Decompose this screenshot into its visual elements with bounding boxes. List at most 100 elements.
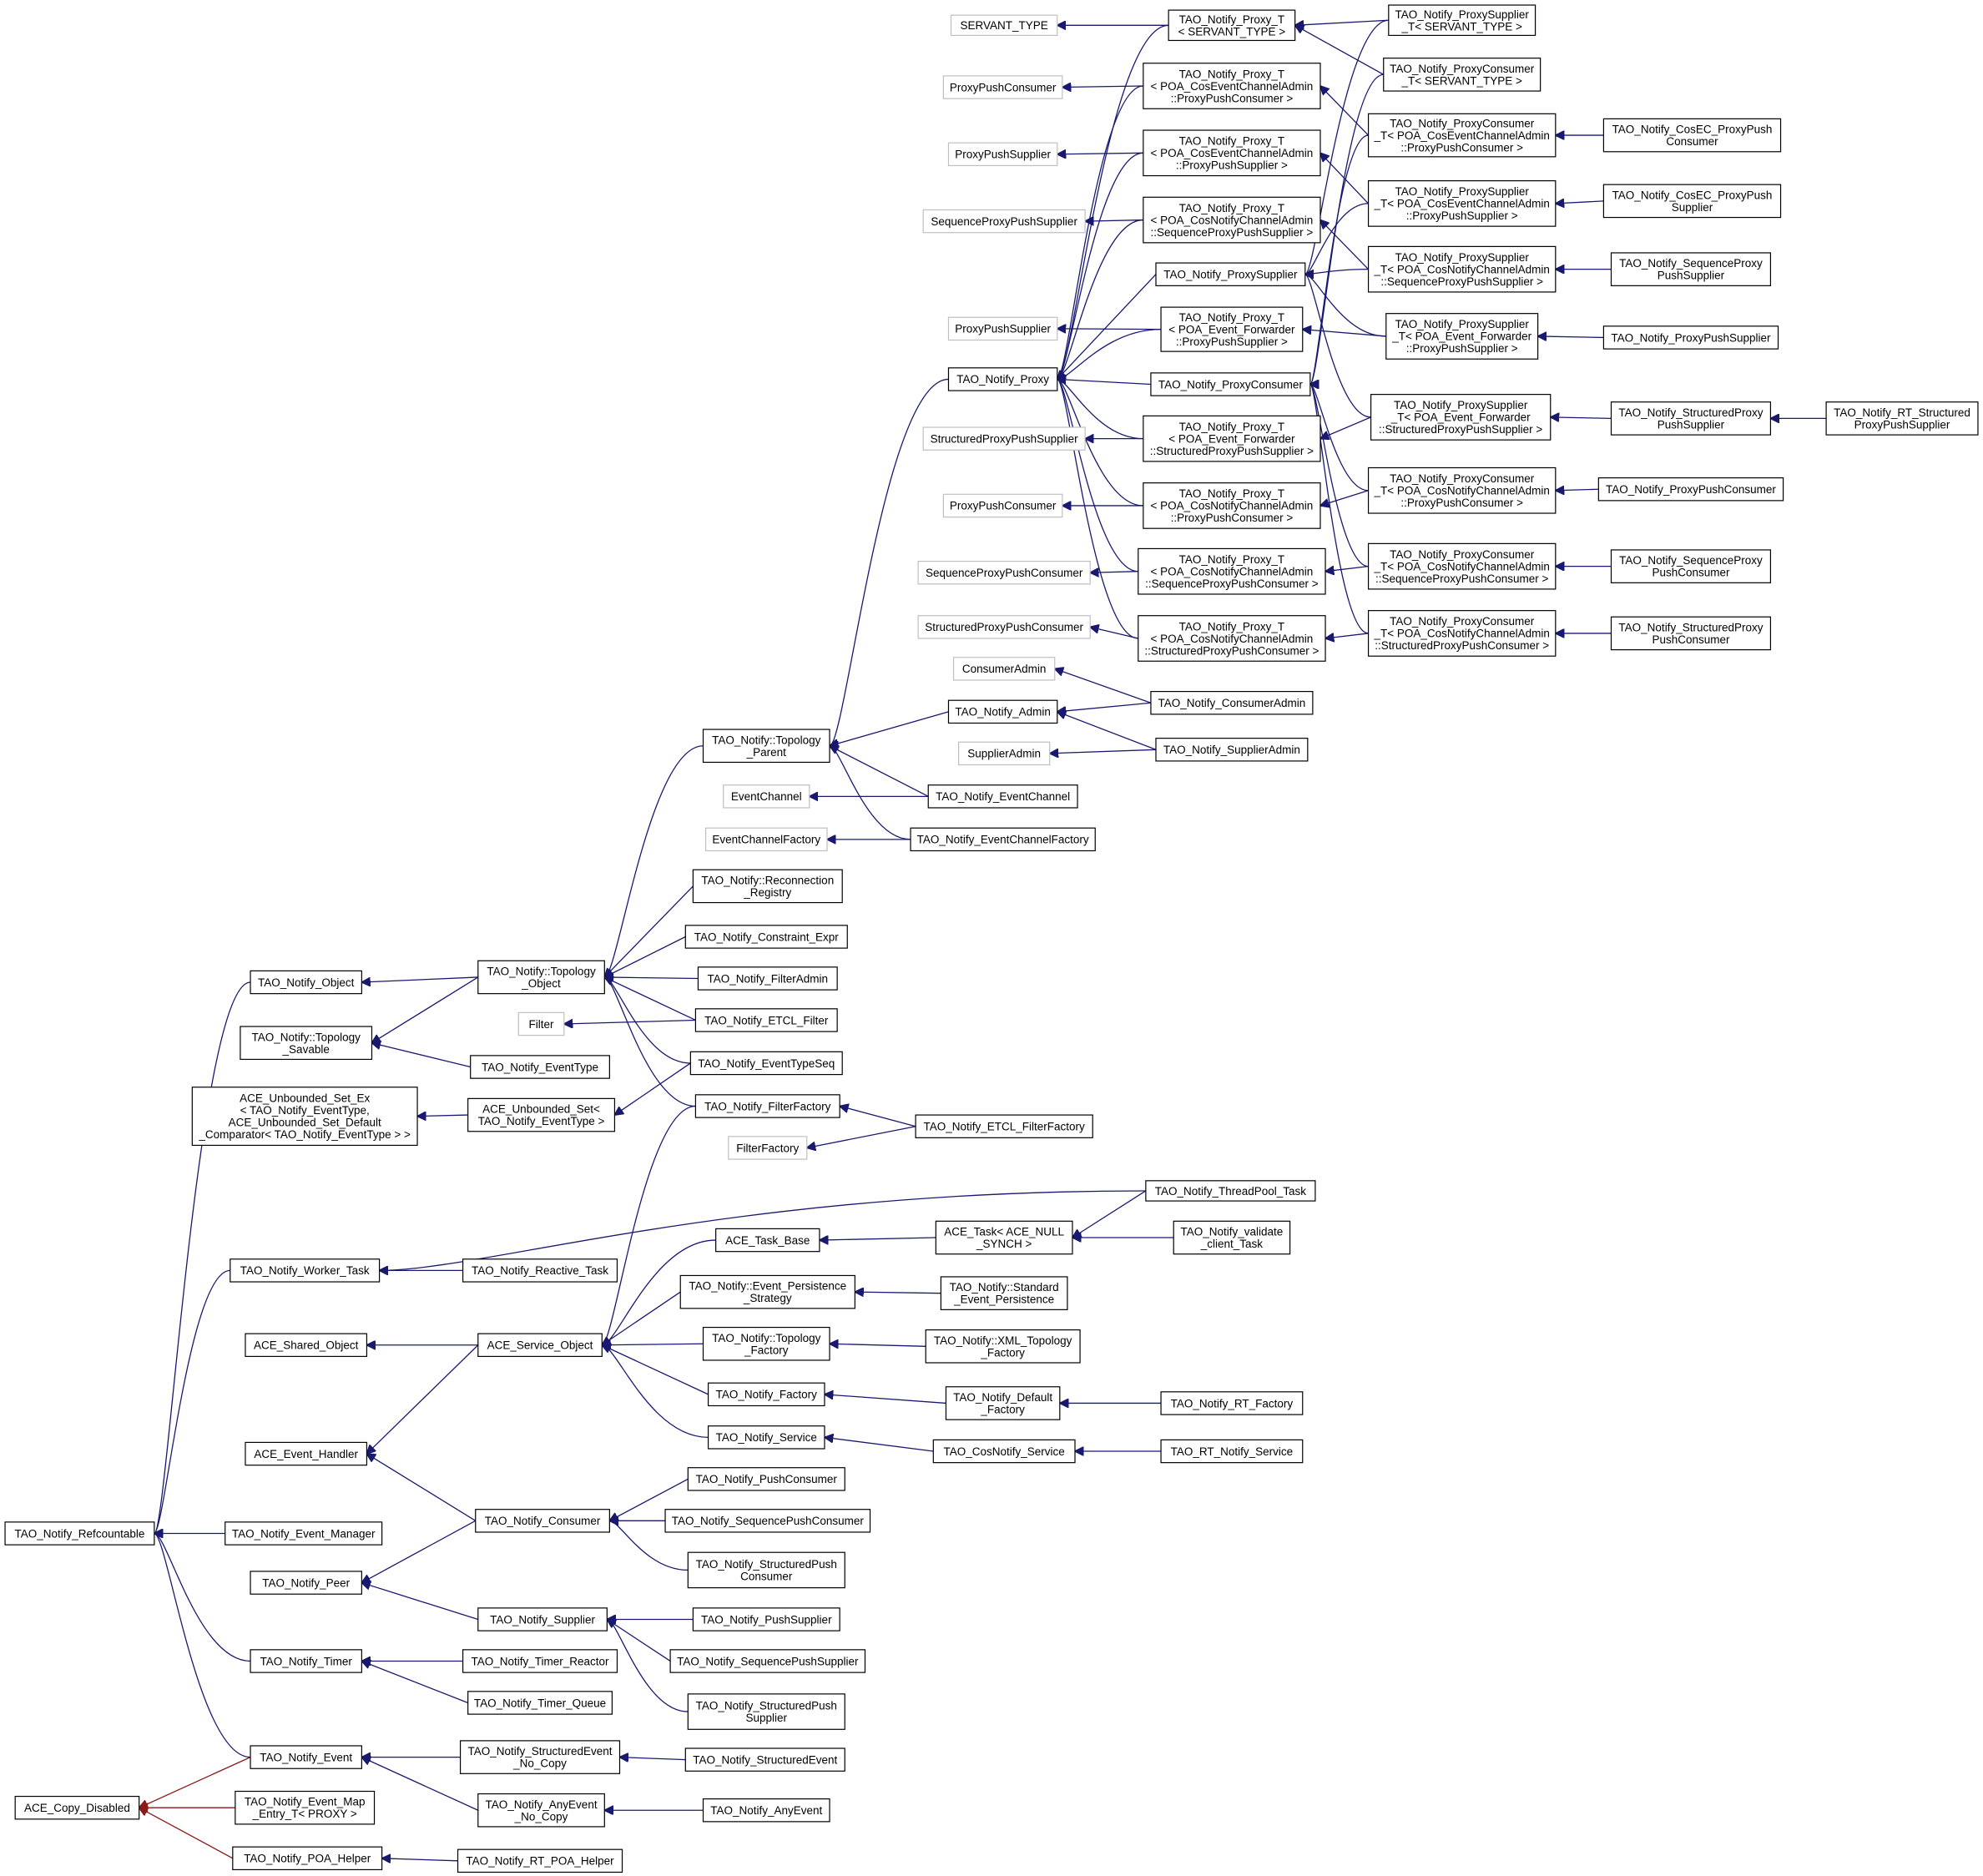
class-node-ace-unbounded-set[interactable]: ACE_Unbounded_Set< TAO_Notify_EventType …	[467, 1097, 616, 1132]
class-node-ace-unbounded-set-ex[interactable]: ACE_Unbounded_Set_Ex< TAO_Notify_EventTy…	[191, 1087, 418, 1147]
class-node-sequencepushsupplier[interactable]: TAO_Notify_SequencePushSupplier	[669, 1649, 866, 1673]
class-node-etcl-filterfactory[interactable]: TAO_Notify_ETCL_FilterFactory	[915, 1114, 1093, 1138]
class-node-consumeradmin[interactable]: TAO_Notify_ConsumerAdmin	[1150, 691, 1314, 715]
class-node-object[interactable]: TAO_Notify_Object	[250, 970, 362, 995]
class-node-sequenceproxypushconsumer[interactable]: TAO_Notify_SequenceProxyPushConsumer	[1610, 549, 1772, 583]
class-node-proxy-t-cosev-pps[interactable]: TAO_Notify_Proxy_T< POA_CosEventChannelA…	[1143, 129, 1321, 177]
class-node-proxy-t-cosev-ppc[interactable]: TAO_Notify_Proxy_T< POA_CosEventChannelA…	[1143, 63, 1321, 109]
class-node-proxyconsumer-t-cosev-ppc[interactable]: TAO_Notify_ProxyConsumer_T< POA_CosEvent…	[1367, 113, 1557, 158]
class-node-eventchannel[interactable]: TAO_Notify_EventChannel	[927, 784, 1078, 809]
class-node-service[interactable]: TAO_Notify_Service	[707, 1425, 825, 1450]
class-node-proxyconsumer[interactable]: TAO_Notify_ProxyConsumer	[1150, 372, 1311, 396]
class-node-proxy-t-cosnot-spps[interactable]: TAO_Notify_Proxy_T< POA_CosNotifyChannel…	[1143, 196, 1321, 244]
class-node-timer-reactor[interactable]: TAO_Notify_Timer_Reactor	[462, 1649, 618, 1673]
class-node-proxysupplier-t-cosnot-spps[interactable]: TAO_Notify_ProxySupplier_T< POA_CosNotif…	[1367, 245, 1557, 293]
class-node-ext-proxypushsupplier-2[interactable]: ProxyPushSupplier	[947, 316, 1058, 341]
class-node-proxyconsumer-t-cosnot-sppc[interactable]: TAO_Notify_ProxyConsumer_T< POA_CosNotif…	[1367, 542, 1557, 590]
class-node-ext-supplieradmin[interactable]: SupplierAdmin	[958, 741, 1051, 766]
class-node-ext-proxypushsupplier-1[interactable]: ProxyPushSupplier	[947, 142, 1058, 167]
class-node-xml-topology-factory[interactable]: TAO_Notify::XML_Topology_Factory	[925, 1329, 1081, 1364]
class-node-rt-poa-helper[interactable]: TAO_Notify_RT_POA_Helper	[457, 1848, 623, 1873]
class-node-structuredproxypushsupplier[interactable]: TAO_Notify_StructuredProxyPushSupplier	[1610, 401, 1772, 436]
class-node-servant-type[interactable]: SERVANT_TYPE	[950, 14, 1058, 37]
class-node-proxysupplier-t-evfwd-pps[interactable]: TAO_Notify_ProxySupplier_T< POA_Event_Fo…	[1385, 313, 1539, 360]
class-node-worker-task[interactable]: TAO_Notify_Worker_Task	[230, 1258, 381, 1283]
class-node-ext-proxypushconsumer-1[interactable]: ProxyPushConsumer	[942, 75, 1063, 99]
class-node-proxy-t-evfwd-pps[interactable]: TAO_Notify_Proxy_T< POA_Event_Forwarder:…	[1160, 306, 1304, 352]
class-node-event-persistence-strategy[interactable]: TAO_Notify::Event_Persistence_Strategy	[679, 1274, 855, 1309]
class-node-threadpool-task[interactable]: TAO_Notify_ThreadPool_Task	[1145, 1180, 1316, 1202]
class-node-supplier[interactable]: TAO_Notify_Supplier	[477, 1607, 608, 1631]
class-node-ace-copy-disabled[interactable]: ACE_Copy_Disabled	[14, 1795, 140, 1820]
class-node-consumer[interactable]: TAO_Notify_Consumer	[475, 1509, 610, 1533]
class-node-ext-seqproxypushsupplier[interactable]: SequenceProxyPushSupplier	[922, 209, 1086, 234]
class-node-proxysupplier-t-servant[interactable]: TAO_Notify_ProxySupplier_T< SERVANT_TYPE…	[1388, 4, 1536, 37]
class-node-filterfactory[interactable]: TAO_Notify_FilterFactory	[694, 1094, 840, 1118]
class-node-constraint-expr[interactable]: TAO_Notify_Constraint_Expr	[684, 925, 848, 949]
class-node-ace-shared-object[interactable]: ACE_Shared_Object	[245, 1333, 368, 1358]
class-node-ext-filterfactory[interactable]: FilterFactory	[728, 1136, 808, 1160]
class-node-refcountable[interactable]: TAO_Notify_Refcountable	[4, 1521, 155, 1546]
class-node-rt-notify-service[interactable]: TAO_RT_Notify_Service	[1160, 1439, 1304, 1464]
class-node-structuredproxypushconsumer[interactable]: TAO_Notify_StructuredProxyPushConsumer	[1610, 616, 1772, 651]
class-node-default-factory[interactable]: TAO_Notify_Default_Factory	[945, 1386, 1061, 1420]
class-node-poa-helper[interactable]: TAO_Notify_POA_Helper	[232, 1846, 383, 1871]
class-node-timer[interactable]: TAO_Notify_Timer	[250, 1649, 362, 1673]
class-node-anyevent[interactable]: TAO_Notify_AnyEvent	[702, 1798, 830, 1823]
class-node-event[interactable]: TAO_Notify_Event	[250, 1745, 362, 1769]
class-node-event-map-entry[interactable]: TAO_Notify_Event_Map_Entry_T< PROXY >	[235, 1790, 376, 1825]
class-node-reactive-task[interactable]: TAO_Notify_Reactive_Task	[462, 1258, 618, 1283]
class-node-timer-queue[interactable]: TAO_Notify_Timer_Queue	[467, 1691, 613, 1715]
class-node-ext-structproxypushsupplier[interactable]: StructuredProxyPushSupplier	[922, 426, 1086, 451]
class-node-proxysupplier-t-evfwd-spps[interactable]: TAO_Notify_ProxySupplier_T< POA_Event_Fo…	[1370, 394, 1552, 441]
class-node-cosec-proxypushconsumer[interactable]: TAO_Notify_CosEC_ProxyPushConsumer	[1602, 118, 1782, 153]
class-node-proxypushconsumer[interactable]: TAO_Notify_ProxyPushConsumer	[1597, 477, 1784, 502]
class-node-proxysupplier[interactable]: TAO_Notify_ProxySupplier	[1155, 262, 1306, 286]
class-node-proxyconsumer-t-cosnot-ppc[interactable]: TAO_Notify_ProxyConsumer_T< POA_CosNotif…	[1367, 466, 1557, 514]
class-node-ace-task[interactable]: ACE_Task< ACE_NULL_SYNCH >	[935, 1220, 1073, 1255]
class-node-etcl-filter[interactable]: TAO_Notify_ETCL_Filter	[694, 1008, 838, 1032]
class-node-proxyconsumer-t-cosnot-stppc[interactable]: TAO_Notify_ProxyConsumer_T< POA_CosNotif…	[1367, 610, 1557, 657]
class-node-proxypushsupplier[interactable]: TAO_Notify_ProxyPushSupplier	[1602, 325, 1779, 350]
class-node-proxy-t-cosnot-sppc[interactable]: TAO_Notify_Proxy_T< POA_CosNotifyChannel…	[1138, 547, 1326, 595]
class-node-pushconsumer[interactable]: TAO_Notify_PushConsumer	[687, 1467, 845, 1491]
class-node-sequencepushconsumer[interactable]: TAO_Notify_SequencePushConsumer	[664, 1509, 871, 1533]
class-node-proxy-t-cosnot-stppc[interactable]: TAO_Notify_Proxy_T< POA_CosNotifyChannel…	[1138, 615, 1326, 662]
class-node-validate-client-task[interactable]: TAO_Notify_validate_client_Task	[1173, 1220, 1291, 1255]
class-node-proxyconsumer-t-servant[interactable]: TAO_Notify_ProxyConsumer_T< SERVANT_TYPE…	[1383, 58, 1541, 92]
class-node-eventtypeseq[interactable]: TAO_Notify_EventTypeSeq	[689, 1051, 843, 1076]
class-node-ext-eventchannel[interactable]: EventChannel	[723, 784, 810, 809]
class-node-supplieradmin[interactable]: TAO_Notify_SupplierAdmin	[1155, 738, 1309, 762]
class-node-topology-object[interactable]: TAO_Notify::Topology_Object	[477, 960, 605, 995]
class-node-ext-consumeradmin[interactable]: ConsumerAdmin	[952, 657, 1056, 681]
class-node-eventchannelfactory[interactable]: TAO_Notify_EventChannelFactory	[910, 827, 1096, 852]
class-node-pushsupplier[interactable]: TAO_Notify_PushSupplier	[692, 1607, 840, 1631]
class-node-ext-filter[interactable]: Filter	[517, 1011, 565, 1036]
class-node-structuredevent[interactable]: TAO_Notify_StructuredEvent	[684, 1747, 845, 1772]
class-node-structuredevent-no-copy[interactable]: TAO_Notify_StructuredEvent_No_Copy	[459, 1740, 621, 1774]
class-node-filteradmin[interactable]: TAO_Notify_FilterAdmin	[697, 966, 838, 991]
class-node-topology-parent[interactable]: TAO_Notify::Topology_Parent	[702, 729, 830, 764]
class-node-ext-proxypushconsumer-2[interactable]: ProxyPushConsumer	[942, 493, 1063, 518]
class-node-ace-service-object[interactable]: ACE_Service_Object	[477, 1333, 603, 1358]
class-node-sequenceproxypushsupplier[interactable]: TAO_Notify_SequenceProxyPushSupplier	[1610, 252, 1772, 286]
class-node-rt-structuredproxypushsupplier[interactable]: TAO_Notify_RT_StructuredProxyPushSupplie…	[1825, 401, 1979, 436]
class-node-peer[interactable]: TAO_Notify_Peer	[250, 1571, 362, 1595]
class-node-eventtype[interactable]: TAO_Notify_EventType	[470, 1055, 610, 1079]
class-node-topology-savable[interactable]: TAO_Notify::Topology_Savable	[240, 1026, 373, 1061]
class-node-rt-factory[interactable]: TAO_Notify_RT_Factory	[1160, 1391, 1304, 1415]
class-node-proxy-t-servant[interactable]: TAO_Notify_Proxy_T< SERVANT_TYPE >	[1168, 9, 1296, 42]
class-node-proxy-t-cosnot-ppc[interactable]: TAO_Notify_Proxy_T< POA_CosNotifyChannel…	[1143, 482, 1321, 529]
class-node-proxy-t-evfwd-spps[interactable]: TAO_Notify_Proxy_T< POA_Event_Forwarder:…	[1143, 415, 1321, 462]
class-node-ace-task-base[interactable]: ACE_Task_Base	[715, 1228, 820, 1253]
class-node-cosec-proxypushsupplier[interactable]: TAO_Notify_CosEC_ProxyPushSupplier	[1602, 184, 1782, 219]
class-node-ext-seqproxypushconsumer[interactable]: SequenceProxyPushConsumer	[917, 560, 1091, 585]
class-node-proxy[interactable]: TAO_Notify_Proxy	[947, 367, 1058, 391]
class-node-reconnection-registry[interactable]: TAO_Notify::Reconnection_Registry	[692, 869, 843, 904]
class-node-factory[interactable]: TAO_Notify_Factory	[707, 1382, 825, 1407]
class-node-anyevent-no-copy[interactable]: TAO_Notify_AnyEvent_No_Copy	[477, 1793, 605, 1828]
class-node-ext-eventchannelfactory[interactable]: EventChannelFactory	[704, 827, 828, 852]
class-node-proxysupplier-t-cosev-pps[interactable]: TAO_Notify_ProxySupplier_T< POA_CosEvent…	[1367, 180, 1557, 227]
